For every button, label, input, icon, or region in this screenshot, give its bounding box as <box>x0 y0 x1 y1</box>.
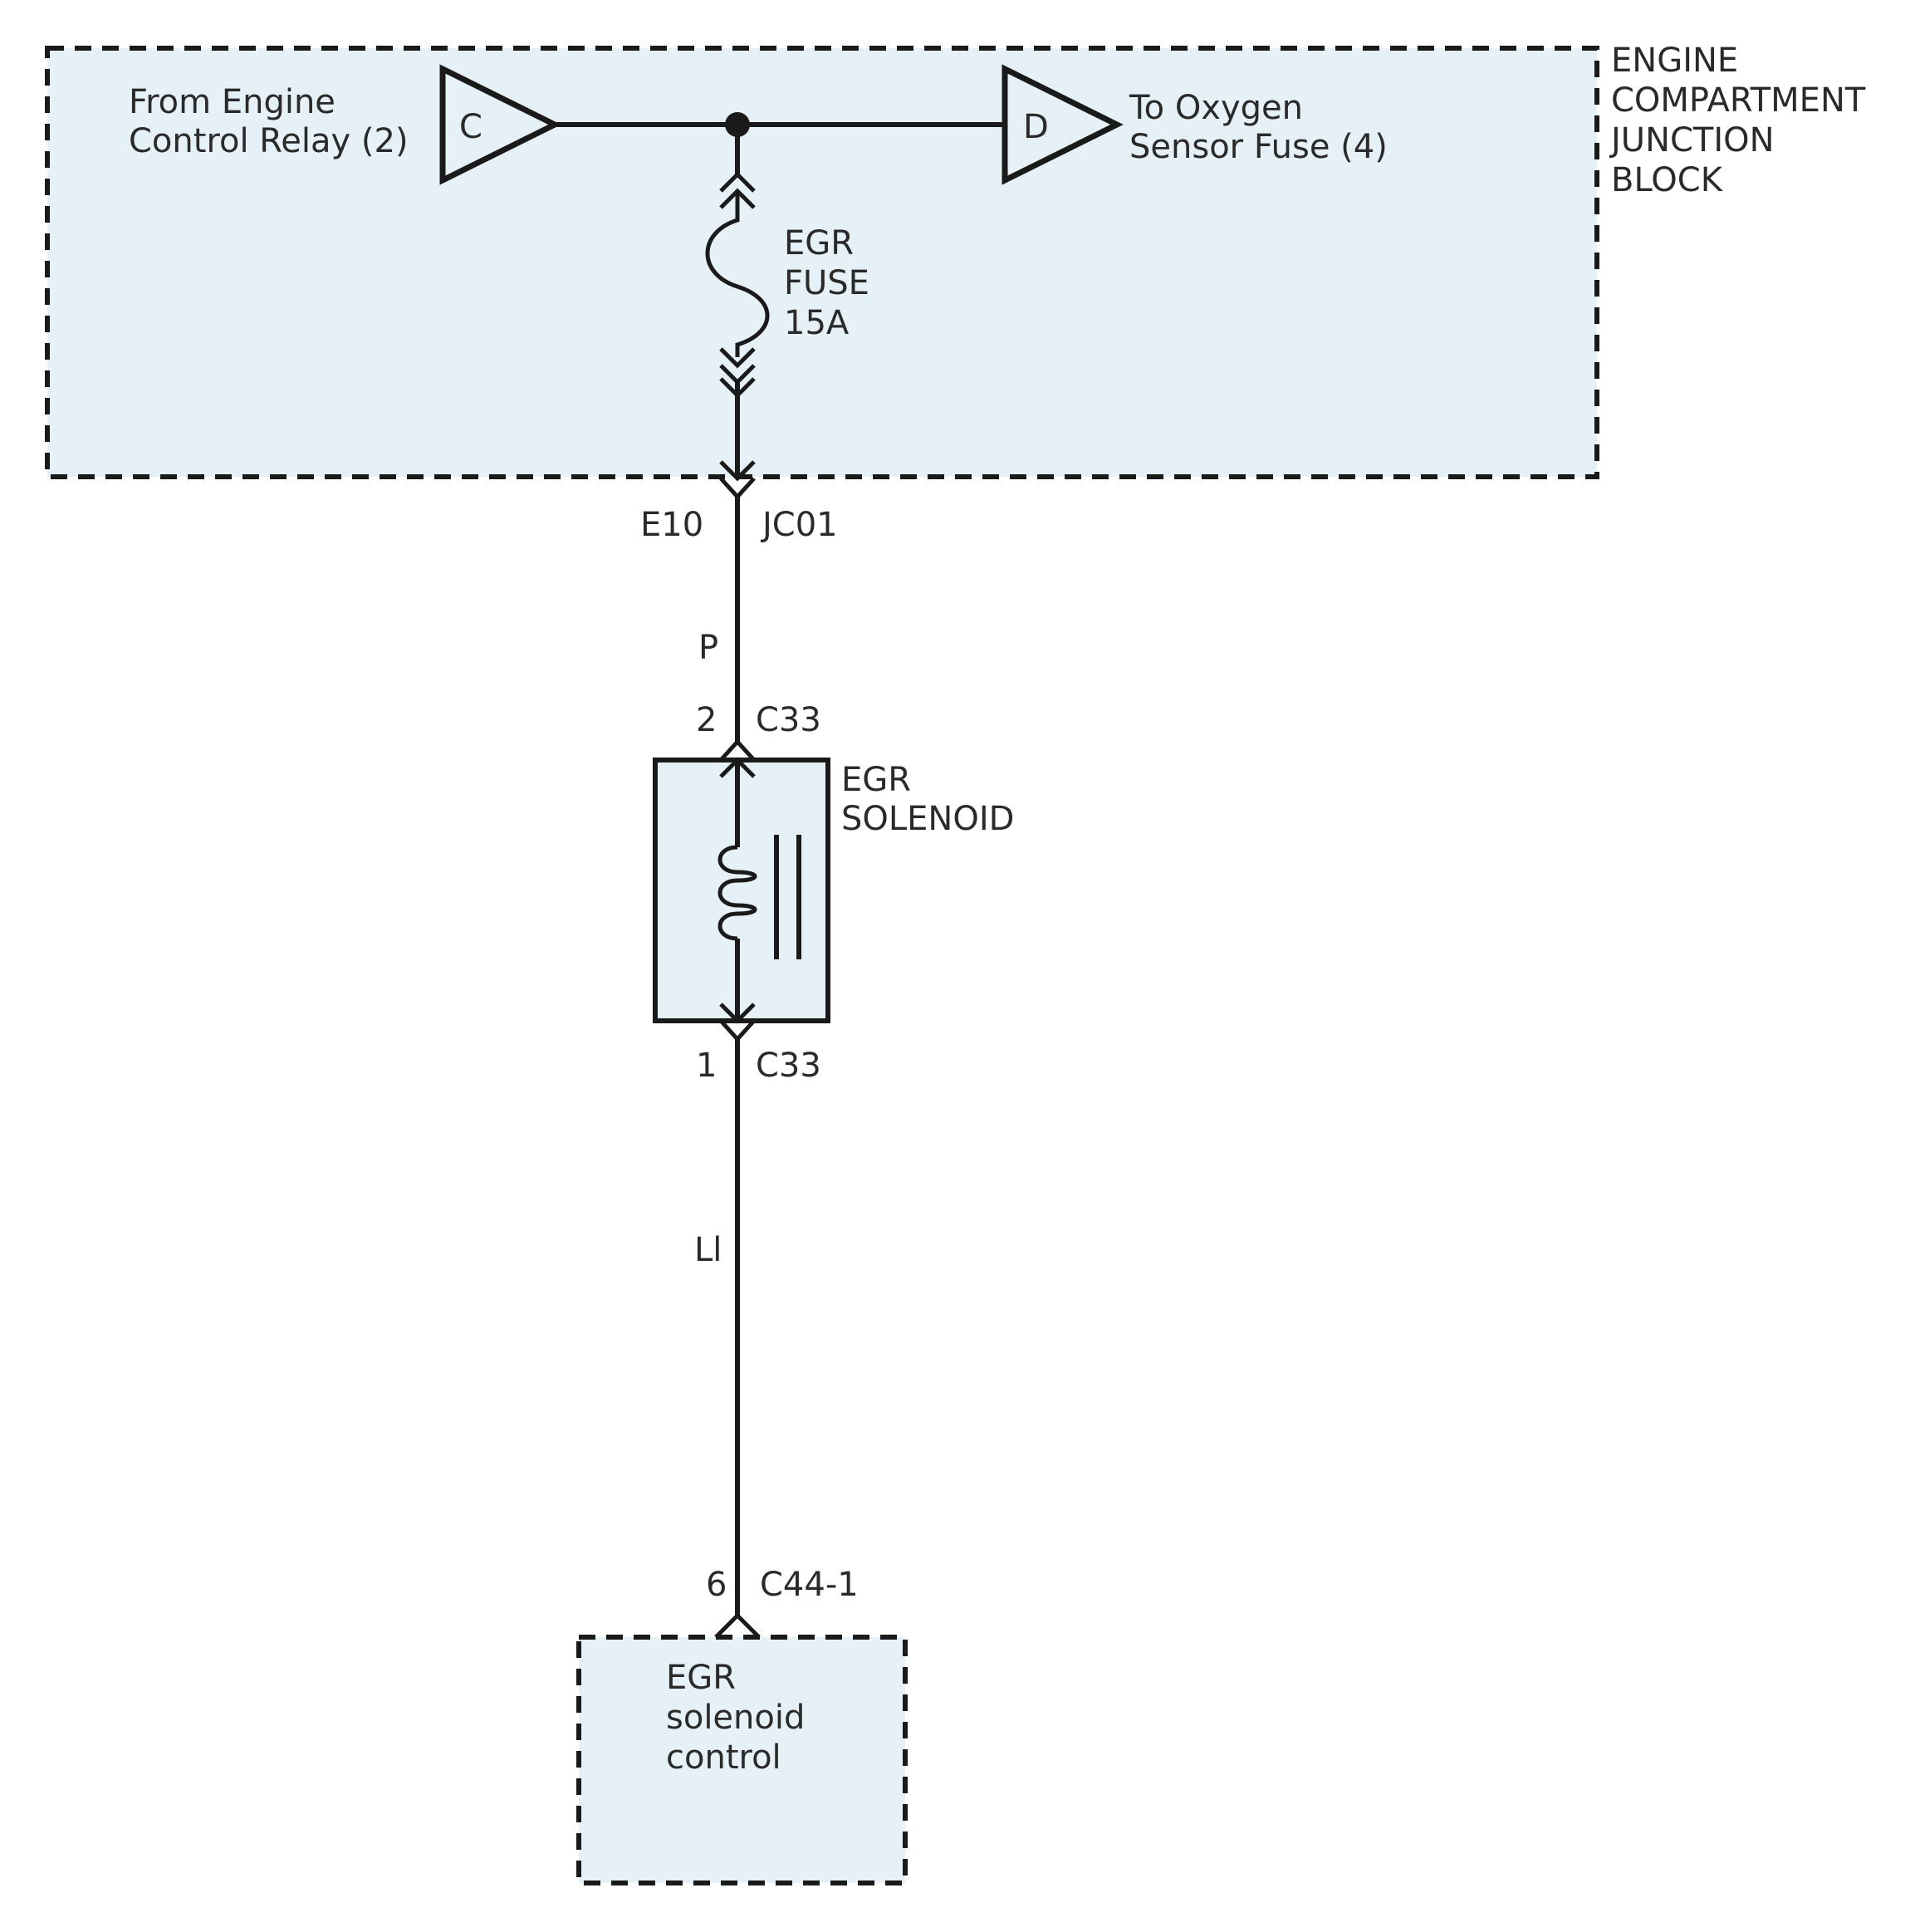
control-module-label-line: solenoid <box>666 1699 805 1737</box>
wire-p-color: P <box>698 629 718 667</box>
connector-d-id: D <box>1023 108 1049 146</box>
solenoid-label: EGR SOLENOID <box>841 761 1014 838</box>
solenoid-bottom-connector: C33 <box>756 1047 821 1085</box>
to-connector-label-line: Sensor Fuse (4) <box>1129 128 1388 166</box>
connector-c-triangle <box>439 64 561 185</box>
egr-solenoid-box <box>653 758 830 1023</box>
junction-block-box <box>45 46 1599 479</box>
egr-fuse-symbol <box>705 125 770 482</box>
fuse-label-line: EGR <box>784 224 854 262</box>
control-module-label: EGR solenoid control <box>666 1659 815 1777</box>
solenoid-top-pin-number: 2 <box>696 701 717 739</box>
junction-block-title-line: COMPARTMENT <box>1611 81 1866 120</box>
jb-output-connector: JC01 <box>760 506 838 544</box>
from-connector-label-line: From Engine <box>129 83 335 121</box>
connector-d-triangle <box>1002 64 1124 185</box>
fuse-label-line: 15A <box>784 304 850 342</box>
junction-block-title-line: JUNCTION <box>1609 121 1775 159</box>
control-connector: C44-1 <box>760 1566 859 1604</box>
junction-block-title-line: BLOCK <box>1611 161 1724 199</box>
solenoid-top-connector: C33 <box>756 701 821 739</box>
control-pin-number: 6 <box>706 1566 727 1604</box>
jb-output-pin-number: E10 <box>640 506 703 544</box>
fuse-label-line: FUSE <box>784 264 869 302</box>
wire-ll-color: Ll <box>694 1231 722 1269</box>
control-module-box <box>576 1635 908 1885</box>
from-connector-label-line: Control Relay (2) <box>129 122 409 160</box>
solenoid-label-line: SOLENOID <box>841 800 1014 838</box>
junction-block-title-line: ENGINE <box>1611 42 1738 80</box>
control-module-label-line: EGR <box>666 1659 736 1697</box>
control-module-label-line: control <box>666 1738 781 1777</box>
solenoid-bottom-pin-number: 1 <box>696 1047 717 1085</box>
from-connector-label: From Engine Control Relay (2) <box>129 83 409 160</box>
solenoid-top-pin <box>719 738 756 762</box>
solenoid-label-line: EGR <box>841 761 911 799</box>
to-connector-label-line: To Oxygen <box>1129 89 1303 127</box>
control-pin <box>714 1612 761 1639</box>
to-connector-label: To Oxygen Sensor Fuse (4) <box>1129 89 1388 166</box>
connector-c-id: C <box>459 108 482 146</box>
fuse-label: EGR FUSE 15A <box>784 224 880 342</box>
solenoid-coil-symbol <box>717 757 801 1024</box>
junction-block-title: ENGINE COMPARTMENT JUNCTION BLOCK <box>1609 42 1876 199</box>
